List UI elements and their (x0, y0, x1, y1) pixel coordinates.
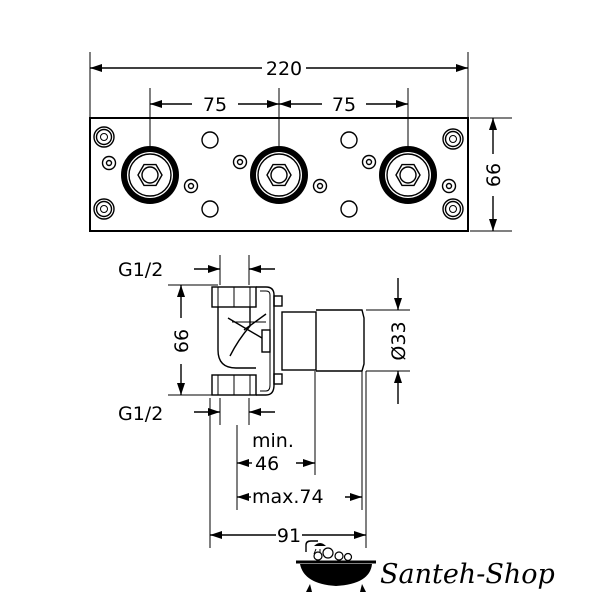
overall-width-label: 220 (266, 58, 302, 80)
corner-screw-top-left (93, 126, 115, 148)
side-height-label: 66 (171, 329, 193, 353)
thread-bottom-label: G1/2 (118, 403, 163, 425)
max-label: max.74 (252, 486, 324, 508)
side-view: G1/2 G1/2 66 Ø33 min. 46 max.74 91 (118, 255, 410, 548)
valve-right (379, 146, 437, 204)
corner-screw-bottom-right (442, 198, 464, 220)
corner-screw-top-right (442, 128, 464, 150)
mounting-holes (201, 131, 358, 218)
bathtub-icon (296, 540, 376, 592)
corner-screw-bottom-left (93, 198, 115, 220)
spacing-left-label: 75 (203, 94, 227, 116)
brand-name: Santeh-Shop (380, 559, 555, 590)
min-value-label: 46 (255, 453, 279, 475)
total-depth-label: 91 (277, 525, 301, 547)
front-height-label: 66 (483, 163, 505, 187)
valve-center (250, 146, 308, 204)
front-view: 220 75 75 66 (89, 52, 512, 232)
thread-top-label: G1/2 (118, 259, 163, 281)
valve-left (121, 146, 179, 204)
diameter-label: Ø33 (388, 321, 410, 360)
spacing-right-label: 75 (332, 94, 356, 116)
min-label: min. (252, 430, 294, 452)
brand-logo: Santeh-Shop (296, 540, 555, 592)
small-screws (101, 154, 457, 194)
